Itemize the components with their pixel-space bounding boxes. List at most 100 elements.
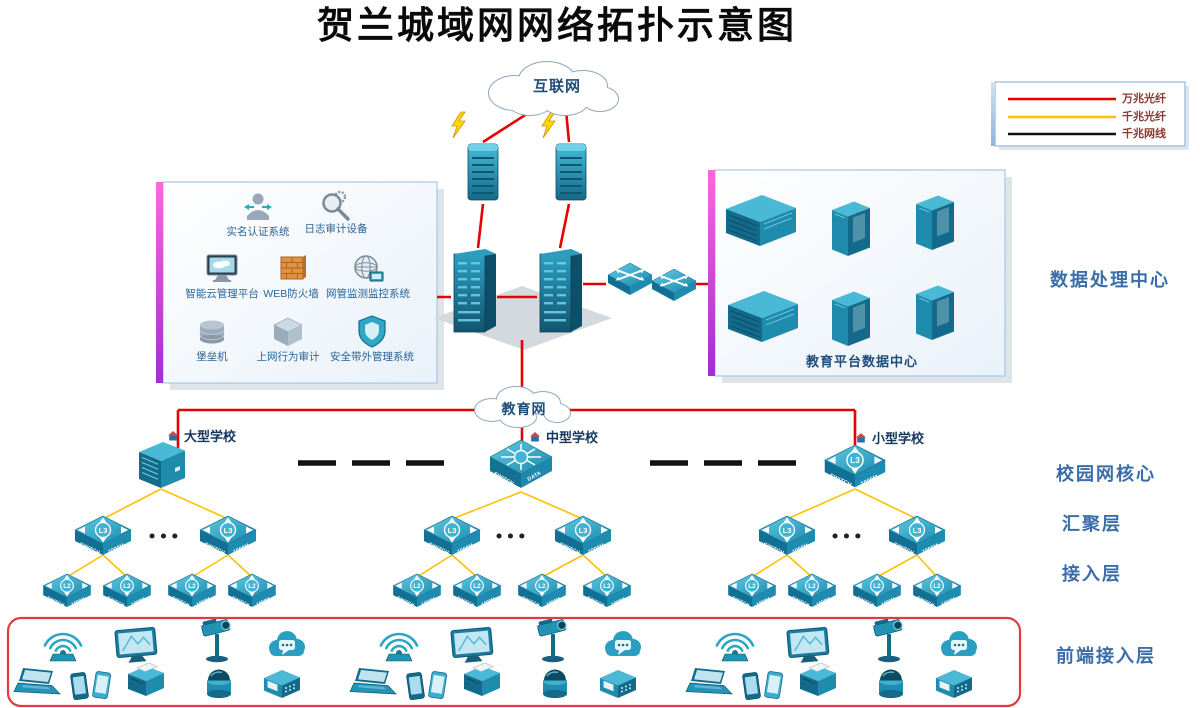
mobile-phones-icon [741,670,784,701]
security-item-label: 安全带外管理系统 [330,351,414,363]
svg-text:1000M: 1000M [546,596,561,607]
svg-text:1000M: 1000M [611,596,626,607]
side-label-aggregation: 汇聚层 [1062,514,1122,534]
side-label-frontend: 前端接入层 [1056,646,1156,666]
svg-text:1000M: 1000M [421,596,436,607]
printer-icon [799,662,837,697]
internet-cloud-label: 互联网 [532,78,581,95]
svg-text:L2: L2 [413,583,421,590]
legend-label-1g-cable: 千兆网线 [1122,128,1166,140]
medium-school-core-switch: SWITCH DATA CENTER [489,439,553,491]
ptz-camera-icon [199,614,232,663]
card-terminal-icon [264,670,300,698]
wifi-ap-icon [715,632,755,663]
dome-camera-icon [878,668,904,699]
security-item-label: 日志审计设备 [304,223,368,235]
bastion-host-icon [199,320,225,344]
svg-text:1000M: 1000M [196,596,211,607]
svg-text:L2: L2 [748,583,756,590]
legend [991,81,1189,150]
svg-text:L3: L3 [850,456,860,465]
education-cloud [474,386,571,428]
svg-text:1000M: 1000M [816,596,831,607]
wifi-ap-icon [43,632,83,663]
laptop-icon [685,667,733,695]
datacenter-caption: 教育平台数据中心 [805,354,918,369]
desktop-monitor-icon [786,626,831,665]
mobile-phones-icon [405,670,448,701]
svg-text:L2: L2 [538,583,546,590]
svg-text:1000M: 1000M [71,596,86,607]
svg-text:L2: L2 [603,583,611,590]
1g-fiber-links [66,488,938,578]
mobile-phones-icon [69,670,112,701]
laptop-icon [349,667,397,695]
printer-icon [463,662,501,697]
firewall-1 [467,143,499,201]
svg-text:L2: L2 [473,583,481,590]
svg-text:L2: L2 [808,583,816,590]
server-cabinet-3 [831,291,871,347]
security-item-label: 堡垒机 [196,351,228,363]
large-school-core-server [138,441,186,489]
side-label-campus-core: 校园网核心 [1056,464,1156,484]
web-firewall-icon [280,254,307,280]
svg-text:L2: L2 [933,583,941,590]
server-cabinet-2 [915,195,955,251]
server-cabinet-1 [831,201,871,257]
svg-text:1000M: 1000M [756,596,771,607]
svg-text:1000M: 1000M [256,596,271,607]
security-panel [156,181,444,390]
svg-text:1000M: 1000M [881,596,896,607]
security-item-label: 实名认证系统 [226,226,290,238]
svg-text:L3: L3 [579,526,588,535]
svg-text:1000M: 1000M [131,596,146,607]
svg-text:1000M: 1000M [481,596,496,607]
desktop-monitor-icon [450,626,495,665]
svg-text:L2: L2 [873,583,881,590]
security-item-label: 网管监测监控系统 [326,288,410,300]
svg-text:L3: L3 [448,526,457,535]
svg-text:L2: L2 [63,583,71,590]
svg-text:L2: L2 [188,583,196,590]
svg-text:L2: L2 [123,583,131,590]
medium-school-label: 中型学校 [545,430,598,445]
internet-cloud [488,61,619,116]
side-label-access: 接入层 [1062,564,1122,584]
school-bullet-icon [856,433,866,443]
school-bullet-icon [168,431,178,441]
card-terminal-icon [600,670,636,698]
wifi-ap-icon [379,632,419,663]
svg-text:1000M: 1000M [941,596,956,607]
desktop-monitor-icon [114,626,159,665]
svg-text:L2: L2 [248,583,256,590]
cloud-device-icon [941,631,977,656]
dome-camera-icon [206,668,232,699]
education-cloud-label: 教育网 [501,401,547,417]
core-router-1 [453,248,497,333]
small-school-label: 小型学校 [871,431,924,446]
ptz-camera-icon [535,614,568,663]
cloud-device-icon [605,631,641,656]
security-item-label: 上网行为审计 [256,351,320,363]
large-school-label: 大型学校 [183,429,236,444]
server-cabinet-4 [915,285,955,341]
